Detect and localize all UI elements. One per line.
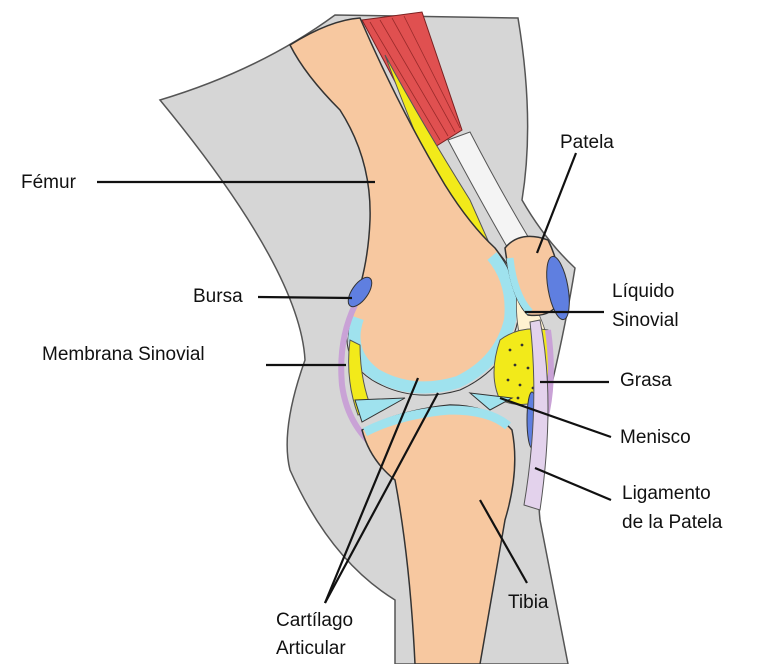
leader-bursa (258, 297, 352, 298)
label-articular-cartilage-line2: Articular (276, 636, 346, 662)
label-patellar-ligament-line1: Ligamento (622, 481, 711, 507)
leader-patella (537, 153, 576, 253)
label-synovial-fluid-line1: Líquido (612, 279, 674, 305)
label-synovial-fluid-line2: Sinovial (612, 308, 679, 334)
label-fat: Grasa (620, 368, 672, 394)
label-tibia: Tibia (508, 590, 548, 616)
label-patellar-ligament-line2: de la Patela (622, 510, 722, 536)
label-patella: Patela (560, 130, 614, 156)
label-articular-cartilage-line1: Cartílago (276, 608, 353, 634)
leader-patellar-ligament (535, 468, 611, 500)
label-femur: Fémur (21, 170, 76, 196)
label-meniscus: Menisco (620, 425, 691, 451)
label-synovial-membrane: Membrana Sinovial (42, 342, 205, 368)
label-bursa: Bursa (193, 284, 243, 310)
